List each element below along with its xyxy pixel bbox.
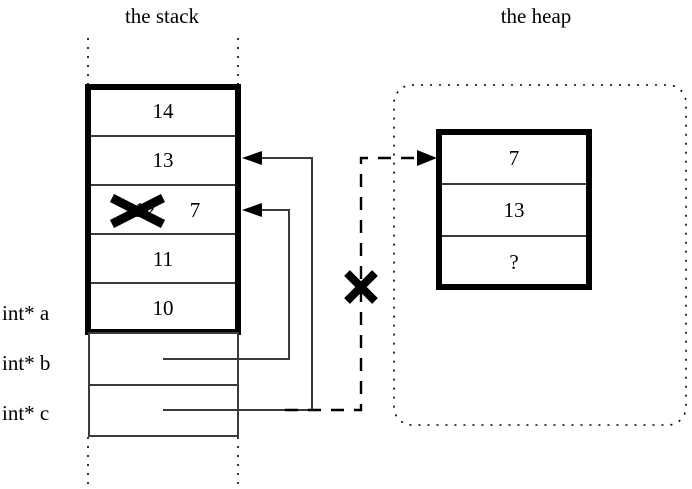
heap-cell-value-1: 13 [503, 198, 525, 222]
stack-cell-value-2-new: 7 [189, 198, 201, 222]
heap-cell-value-0: 7 [508, 146, 520, 170]
stack-cell-value-4: 10 [152, 296, 174, 320]
stack-thin-frame [88, 332, 239, 437]
heap-title: the heap [500, 4, 572, 28]
heap-region-outline [393, 84, 687, 426]
stack-cell-value-2-old: 12 [134, 198, 156, 222]
var-label-b: int* b [2, 351, 51, 375]
var-label-c: int* c [2, 401, 50, 425]
struck-value-cross-icon [109, 193, 166, 229]
heap-block [436, 129, 592, 290]
stack-title: the stack [124, 4, 200, 28]
stack-cell-value-3: 11 [152, 247, 174, 271]
dead-pointer-line [285, 150, 437, 412]
pointer-line-c [163, 151, 313, 411]
var-label-a: int* a [2, 301, 50, 325]
heap-cell-value-2: ? [509, 250, 519, 274]
stack-cell-value-1: 13 [152, 148, 174, 172]
stack-cell-value-0: 14 [152, 99, 174, 123]
dead-pointer-cross-icon [344, 270, 378, 304]
pointer-line-b [163, 203, 290, 360]
